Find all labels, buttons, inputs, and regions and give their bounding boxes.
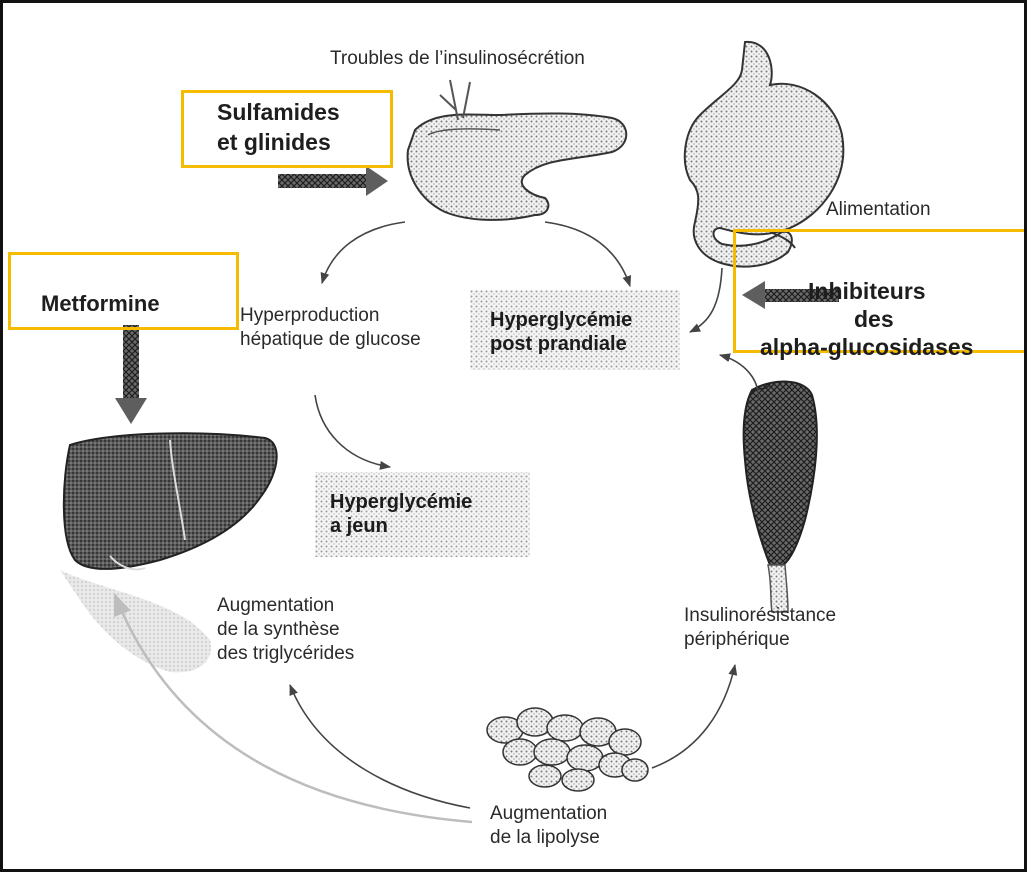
lipolyse-line1: Augmentation: [490, 803, 607, 824]
inhibiteurs-line2: des: [736, 305, 1024, 334]
adipose-tissue-icon: [487, 708, 648, 791]
pancreas-icon: [408, 80, 627, 220]
hyperglycemie-post-prandiale-label: Hyperglycémie post prandiale: [490, 308, 632, 356]
sulfamides-glinides-box: Sulfamides et glinides: [181, 90, 393, 168]
inhibiteurs-line3: alpha-glucosidases: [736, 333, 1024, 362]
muscle-icon: [744, 382, 817, 612]
troubles-label: Troubles de l’insulinosécrétion: [330, 47, 585, 71]
metformine-arrow: [115, 325, 147, 424]
insulinoresistance-label: Insulinorésistance périphérique: [684, 604, 836, 652]
a-jeun-line1: Hyperglycémie: [330, 491, 472, 513]
sulfamides-arrow: [278, 166, 388, 196]
synthese-triglycerides-label: Augmentation de la synthèse des triglycé…: [217, 594, 354, 666]
synthese-line2: de la synthèse: [217, 619, 340, 640]
sulfamides-line1: Sulfamides: [217, 97, 390, 127]
hyperglycemie-a-jeun-label: Hyperglycémie a jeun: [330, 490, 472, 538]
sulfamides-line2: et glinides: [217, 127, 390, 157]
hyperproduction-label: Hyperproduction hépatique de glucose: [240, 304, 421, 352]
post-prandiale-line2: post prandiale: [490, 333, 627, 355]
alimentation-label: Alimentation: [826, 198, 931, 222]
synthese-line1: Augmentation: [217, 595, 334, 616]
a-jeun-line2: a jeun: [330, 515, 388, 537]
hyperproduction-line2: hépatique de glucose: [240, 329, 421, 350]
metformine-box: Metformine: [8, 252, 239, 330]
post-prandiale-line1: Hyperglycémie: [490, 309, 632, 331]
inhibiteurs-line1: Inhibiteurs: [736, 277, 1024, 306]
lipolyse-label: Augmentation de la lipolyse: [490, 802, 607, 850]
metformine-label: Metformine: [41, 289, 236, 319]
inhibiteurs-alpha-glucosidases-box: Inhibiteurs des alpha-glucosidases: [733, 229, 1024, 353]
synthese-line3: des triglycérides: [217, 643, 354, 664]
insulino-line1: Insulinorésistance: [684, 605, 836, 626]
lipolyse-line2: de la lipolyse: [490, 827, 600, 848]
insulino-line2: périphérique: [684, 629, 790, 650]
hyperproduction-line1: Hyperproduction: [240, 305, 379, 326]
